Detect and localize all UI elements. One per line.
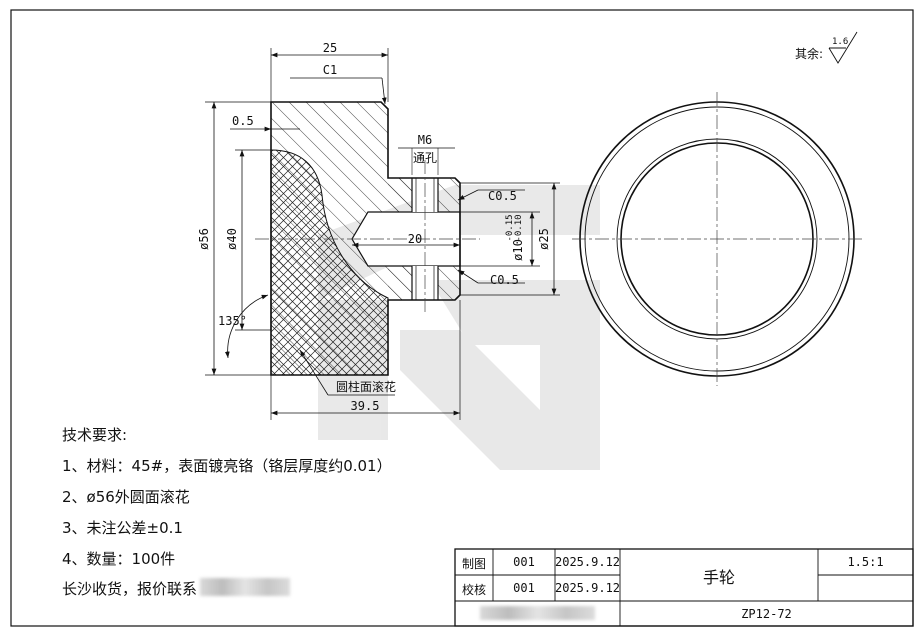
note-through-hole: 通孔	[413, 151, 437, 165]
drawn-by-label: 制图	[461, 557, 486, 571]
dim-length-395: 39.5	[351, 399, 380, 413]
redacted-contact	[200, 578, 290, 596]
checked-date: 2025.9.12	[555, 581, 621, 595]
drawn-date: 2025.9.12	[555, 555, 621, 569]
checked-by-id: 001	[513, 581, 535, 595]
tech-requirement-2: 2、ø56外圆面滚花	[62, 488, 190, 506]
dim-angle-135: 135°	[218, 314, 247, 328]
drawn-by-id: 001	[513, 555, 535, 569]
end-view	[572, 92, 862, 386]
roughness-symbol	[828, 31, 858, 64]
dim-dia-40: ø40	[225, 228, 239, 250]
dim-tolerance-lower: -0.10	[514, 214, 524, 241]
dim-dia-56: ø56	[197, 228, 211, 250]
section-outline	[270, 101, 461, 376]
note-knurl-cylinder: 圆柱面滚花	[336, 379, 396, 394]
dim-tolerance-upper: -0.15	[505, 214, 515, 241]
surface-finish-value: 1.6	[832, 37, 848, 47]
dim-chamfer-c1: C1	[323, 63, 337, 77]
dim-dia-25: ø25	[537, 228, 551, 250]
surface-finish-note: 其余:	[795, 46, 823, 61]
dim-offset-05: 0.5	[232, 114, 254, 128]
dim-width-25: 25	[323, 41, 337, 55]
tech-requirement-3: 3、未注公差±0.1	[62, 519, 183, 537]
dim-dia-10: ø10	[511, 239, 525, 261]
scale-value: 1.5:1	[847, 555, 884, 569]
dim-chamfer-c05-top: C0.5	[488, 189, 517, 203]
tech-requirements-title: 技术要求:	[62, 426, 128, 444]
tech-requirement-1: 1、材料：45#，表面镀亮铬（铬层厚度约0.01）	[62, 457, 392, 475]
drawing-number: ZP12-72	[741, 607, 792, 621]
part-name: 手轮	[702, 568, 735, 587]
contact-note: 长沙收货，报价联系	[62, 580, 198, 598]
dim-chamfer-c05-bottom: C0.5	[490, 273, 519, 287]
dim-depth-20: 20	[408, 232, 422, 246]
title-block-grid	[454, 548, 914, 627]
dim-thread-m6: M6	[418, 133, 432, 147]
knurled-region	[270, 149, 389, 376]
checked-by-label: 校核	[461, 583, 486, 597]
tech-requirement-4: 4、数量：100件	[62, 550, 176, 568]
redacted-company	[480, 606, 595, 620]
